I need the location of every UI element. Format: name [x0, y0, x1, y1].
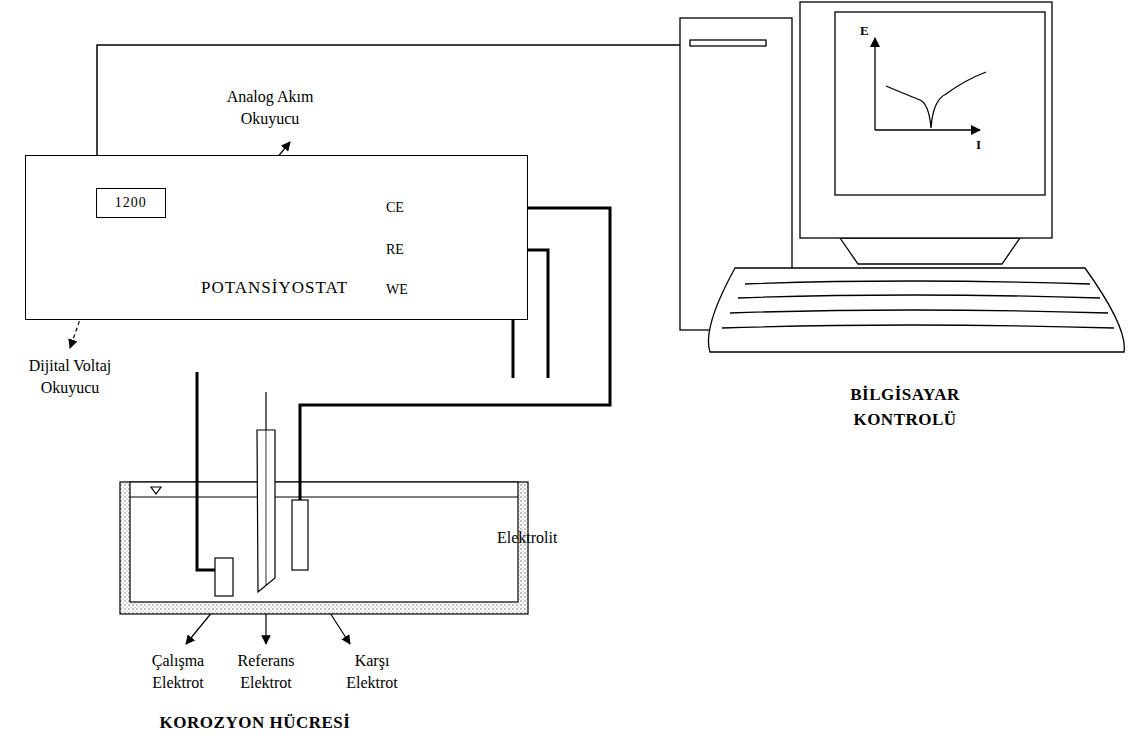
computer	[886, 72, 986, 128]
callout-label: Analog Akım Okuyucu	[215, 86, 325, 129]
computer	[690, 40, 766, 46]
terminal-label: RE	[386, 241, 404, 260]
computer	[800, 2, 1052, 238]
computer	[874, 38, 875, 130]
callout-label: Çalışma Elektrot	[138, 650, 218, 693]
axis-label: E	[860, 22, 869, 40]
electrode	[292, 500, 308, 570]
computer	[835, 12, 1045, 195]
callout-label: Dijital Voltaj Okuyucu	[3, 355, 138, 398]
electrode	[265, 392, 266, 430]
node-label: POTANSİYOSTAT	[201, 276, 348, 301]
callout-label: Karşı Elektrot	[332, 650, 412, 693]
cell-container	[151, 487, 161, 494]
computer	[722, 325, 1114, 328]
terminal-label: WE	[386, 281, 408, 300]
cell-container	[120, 482, 528, 614]
computer	[722, 281, 1114, 328]
computer	[745, 281, 1090, 284]
electrode	[215, 392, 308, 596]
axis-label: I	[976, 136, 982, 154]
computer-unit: BİLGİSAYAR KONTROLÜ	[680, 5, 1120, 440]
terminal-label: CE	[386, 199, 404, 218]
electrode	[257, 430, 275, 592]
computer	[730, 310, 1108, 313]
electrode	[266, 430, 267, 586]
signal-cable	[97, 45, 680, 155]
cell-container	[120, 482, 528, 614]
node-label: BİLGİSAYAR KONTROLÜ	[805, 383, 1005, 432]
computer	[840, 238, 1020, 264]
node-label: 1200	[115, 193, 147, 213]
digital-display: 1200	[96, 188, 166, 218]
potentiostat-box: 1200POTANSİYOSTAT	[25, 155, 528, 320]
electrode	[215, 558, 233, 596]
cell-container	[130, 496, 518, 497]
computer	[738, 295, 1100, 298]
computer	[875, 129, 980, 130]
callout-label: Elektrolit	[497, 527, 557, 549]
computer	[680, 2, 1124, 352]
electrode-wire	[197, 372, 215, 570]
callout-label: KOROZYON HÜCRESİ	[95, 712, 415, 735]
callout-label: Referans Elektrot	[226, 650, 306, 693]
computer	[708, 268, 1124, 352]
cell-container	[130, 482, 518, 602]
